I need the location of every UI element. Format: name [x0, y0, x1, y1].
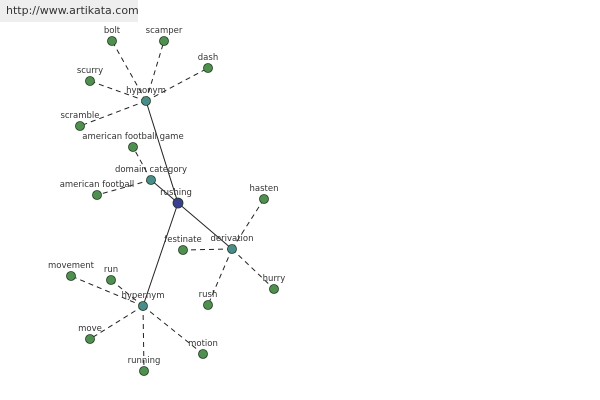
center-label-rushing: rushing: [160, 188, 192, 198]
edge-hyponym-scamper: [145, 40, 165, 102]
graph-edges: [70, 40, 275, 372]
leaf-label-running: running: [128, 356, 161, 366]
edge-hypernym-move: [89, 305, 144, 340]
leaf-label-american-football: american football: [60, 180, 135, 190]
leaf-node-run[interactable]: [106, 275, 116, 285]
leaf-node-american-football-game[interactable]: [128, 142, 138, 152]
edge-domain-category-american-football: [96, 179, 152, 196]
edge-rushing-domain-category: [150, 179, 179, 204]
edge-derivation-festinate: [182, 248, 233, 251]
leaf-node-scramble[interactable]: [75, 121, 85, 131]
leaf-label-motion: motion: [188, 339, 218, 349]
relation-node-derivation[interactable]: [227, 244, 237, 254]
edge-domain-category-american-football-game: [132, 146, 152, 181]
leaf-label-movement: movement: [48, 261, 95, 271]
leaf-label-scurry: scurry: [77, 66, 103, 76]
graph-nodes: [66, 36, 279, 376]
leaf-label-american-football-game: american football game: [82, 132, 183, 142]
leaf-node-rush[interactable]: [203, 300, 213, 310]
leaf-node-dash[interactable]: [203, 63, 213, 73]
edge-derivation-rush: [207, 248, 233, 306]
graph-labels: bolt scamper dash scurry scramble hyponym amer…: [48, 26, 285, 366]
edge-hypernym-motion: [142, 305, 204, 355]
edge-hypernym-running: [142, 305, 145, 372]
leaf-label-run: run: [104, 265, 118, 275]
edge-rushing-hyponym: [145, 100, 179, 204]
leaf-label-hurry: hurry: [263, 274, 286, 284]
relation-node-domain-category[interactable]: [146, 175, 156, 185]
relation-label-hyponym: hyponym: [126, 86, 166, 96]
leaf-label-scamper: scamper: [146, 26, 183, 36]
relation-node-hyponym[interactable]: [141, 96, 151, 106]
edge-derivation-hurry: [231, 248, 275, 290]
relation-node-hypernym[interactable]: [138, 301, 148, 311]
leaf-label-dash: dash: [198, 53, 218, 63]
edge-hyponym-scurry: [89, 80, 147, 102]
center-node-rushing[interactable]: [172, 197, 184, 209]
leaf-label-scramble: scramble: [60, 111, 99, 121]
leaf-label-hasten: hasten: [250, 184, 279, 194]
relation-label-derivation: derivation: [210, 234, 253, 244]
leaf-node-festinate[interactable]: [178, 245, 188, 255]
relation-label-hypernym: hypernym: [121, 291, 164, 301]
leaf-node-scamper[interactable]: [159, 36, 169, 46]
leaf-node-hasten[interactable]: [259, 194, 269, 204]
edge-hypernym-movement: [70, 275, 144, 307]
leaf-node-scurry[interactable]: [85, 76, 95, 86]
edge-hypernym-run: [110, 279, 144, 307]
edge-derivation-hasten: [231, 198, 265, 250]
relation-label-domain-category: domain category: [115, 165, 187, 175]
leaf-label-move: move: [78, 324, 102, 334]
edge-hyponym-dash: [145, 67, 209, 102]
edge-rushing-derivation: [177, 202, 233, 250]
leaf-node-bolt[interactable]: [107, 36, 117, 46]
leaf-label-rush: rush: [199, 290, 218, 300]
leaf-label-bolt: bolt: [104, 26, 121, 36]
watermark-url: http://www.artikata.com: [0, 0, 139, 22]
leaf-node-movement[interactable]: [66, 271, 76, 281]
leaf-node-move[interactable]: [85, 334, 95, 344]
edge-rushing-hypernym: [142, 202, 179, 307]
leaf-node-motion[interactable]: [198, 349, 208, 359]
leaf-node-hurry[interactable]: [269, 284, 279, 294]
leaf-label-festinate: festinate: [164, 235, 202, 245]
edge-hyponym-scramble: [79, 100, 147, 127]
edge-hyponym-bolt: [111, 40, 147, 102]
leaf-node-american-football[interactable]: [92, 190, 102, 200]
leaf-node-running[interactable]: [139, 366, 149, 376]
